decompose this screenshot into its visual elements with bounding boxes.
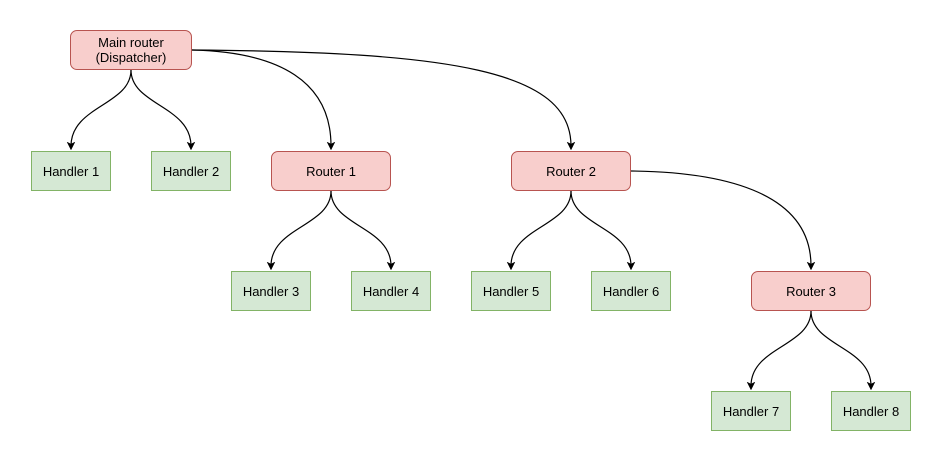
- node-handler-4[interactable]: Handler 4: [351, 271, 431, 311]
- node-router-1[interactable]: Router 1: [271, 151, 391, 191]
- node-label-handler-7: Handler 7: [722, 403, 780, 419]
- node-label-handler-6: Handler 6: [602, 283, 660, 299]
- node-handler-8[interactable]: Handler 8: [831, 391, 911, 431]
- node-router-2[interactable]: Router 2: [511, 151, 631, 191]
- node-handler-5[interactable]: Handler 5: [471, 271, 551, 311]
- node-handler-6[interactable]: Handler 6: [591, 271, 671, 311]
- node-label-main-router: Main router (Dispatcher): [95, 35, 167, 65]
- node-label-handler-8: Handler 8: [842, 403, 900, 419]
- edge-main-router-to-handler-1: [71, 69, 132, 146]
- node-label-router-2: Router 2: [546, 163, 596, 179]
- edge-router-3-to-handler-7: [751, 310, 812, 386]
- edges-group: [71, 49, 871, 386]
- node-main-router[interactable]: Main router (Dispatcher): [70, 30, 192, 70]
- edge-router-3-to-handler-8: [810, 310, 871, 386]
- node-handler-1[interactable]: Handler 1: [31, 151, 111, 191]
- node-label-handler-5: Handler 5: [482, 283, 540, 299]
- node-router-3[interactable]: Router 3: [751, 271, 871, 311]
- edge-router-2-to-handler-6: [570, 190, 631, 266]
- node-handler-7[interactable]: Handler 7: [711, 391, 791, 431]
- edge-main-router-to-router-2: [191, 49, 571, 146]
- node-label-handler-4: Handler 4: [362, 283, 420, 299]
- node-label-handler-3: Handler 3: [242, 283, 300, 299]
- edge-main-router-to-router-1: [191, 49, 331, 146]
- node-label-router-1: Router 1: [306, 163, 356, 179]
- node-handler-3[interactable]: Handler 3: [231, 271, 311, 311]
- node-label-handler-2: Handler 2: [162, 163, 220, 179]
- edge-main-router-to-handler-2: [130, 69, 191, 146]
- edge-router-2-to-handler-5: [511, 190, 572, 266]
- edge-router-1-to-handler-4: [330, 190, 391, 266]
- node-handler-2[interactable]: Handler 2: [151, 151, 231, 191]
- node-label-router-3: Router 3: [786, 283, 836, 299]
- edge-router-2-to-router-3: [630, 170, 811, 266]
- edge-router-1-to-handler-3: [271, 190, 332, 266]
- node-label-handler-1: Handler 1: [42, 163, 100, 179]
